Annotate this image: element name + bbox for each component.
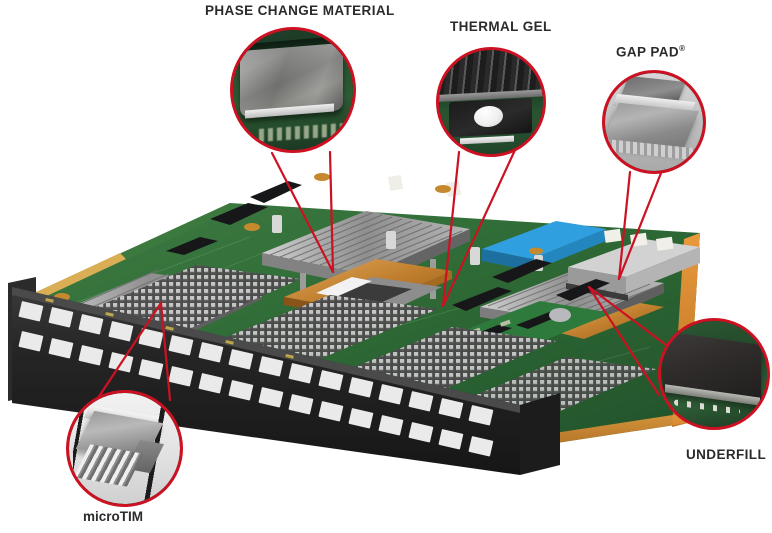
label-underfill: UNDERFILL	[686, 447, 766, 462]
leader-underfill-b	[587, 285, 661, 397]
label-microtim: microTIM	[83, 509, 143, 524]
label-thermal-gel: THERMAL GEL	[450, 19, 552, 34]
callout-thermal-gel[interactable]	[436, 47, 546, 157]
front-panel	[8, 277, 560, 475]
rj45-port-row-top	[18, 301, 494, 426]
callout-underfill[interactable]	[658, 318, 770, 430]
label-phase-change-material: PHASE CHANGE MATERIAL	[205, 3, 395, 18]
leader-phase-change-material-a	[270, 151, 335, 274]
blue-module	[482, 221, 606, 271]
leader-microtim-b	[159, 301, 172, 402]
rj45-port-row-bottom	[18, 331, 494, 457]
label-thermal-gel-text: THERMAL GEL	[450, 19, 552, 34]
leader-gap-pad-a	[617, 170, 632, 281]
leader-phase-change-material-b	[328, 150, 335, 274]
leader-microtim-a	[92, 301, 163, 406]
photo-underfill	[661, 321, 767, 427]
leader-thermal-gel-b	[441, 148, 517, 308]
photo-microtim	[69, 393, 180, 504]
label-gap-pad-text: GAP PAD	[616, 44, 680, 60]
photo-thermal-gel	[439, 50, 543, 154]
label-microtim-text: microTIM	[83, 509, 144, 524]
callout-phase-change-material[interactable]	[230, 27, 356, 153]
callout-gap-pad[interactable]	[602, 70, 706, 174]
leader-underfill-a	[587, 285, 668, 347]
board-svg	[8, 173, 700, 475]
photo-gap-pad	[605, 73, 703, 171]
callout-microtim[interactable]	[66, 390, 183, 507]
edge-connector	[30, 253, 126, 301]
label-underfill-text: UNDERFILL	[686, 447, 767, 462]
label-gap-pad: GAP PAD®	[616, 44, 685, 60]
photo-phase-change-material	[233, 30, 353, 150]
leader-thermal-gel-a	[441, 150, 461, 308]
leader-gap-pad-b	[617, 166, 665, 281]
port-leds	[45, 298, 294, 359]
line-card-illustration	[0, 155, 772, 475]
board-connectors	[388, 174, 674, 251]
registered-trademark-icon: ®	[679, 44, 686, 53]
label-phase-change-material-text: PHASE CHANGE MATERIAL	[205, 3, 395, 18]
